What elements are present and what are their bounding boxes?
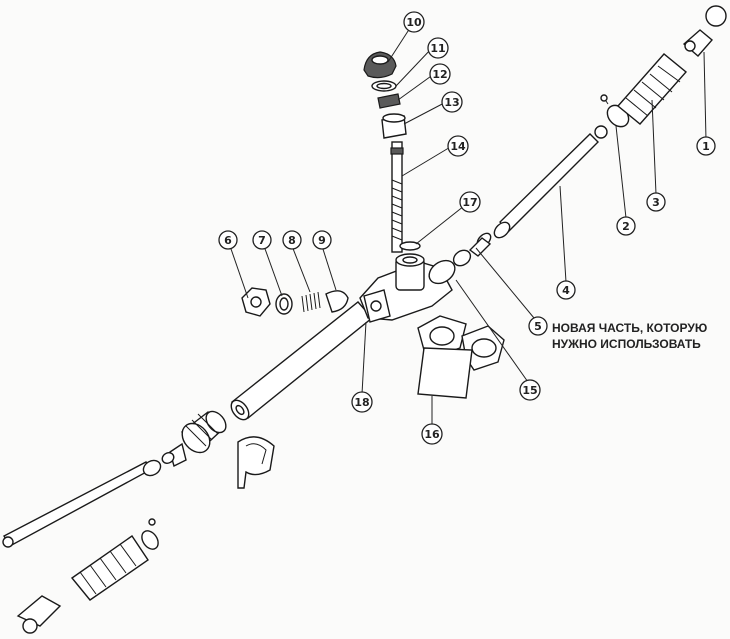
callout-3: 3 <box>646 192 666 212</box>
callout-5: 5 <box>528 316 548 336</box>
right-boot-assembly <box>594 5 727 139</box>
svg-text:8: 8 <box>288 234 296 247</box>
svg-text:11: 11 <box>430 42 445 55</box>
callout-13: 13 <box>441 91 463 113</box>
rack-bar <box>468 133 599 257</box>
callout-12: 12 <box>429 63 451 85</box>
callout-4: 4 <box>556 280 576 300</box>
svg-text:10: 10 <box>406 16 422 29</box>
rack-housing <box>230 301 374 421</box>
svg-text:12: 12 <box>432 68 447 81</box>
note-line-1: НОВАЯ ЧАСТЬ, КОТОРУЮ <box>552 321 707 335</box>
svg-text:3: 3 <box>652 196 660 209</box>
callout-17: 17 <box>459 191 481 213</box>
left-joint-assembly <box>169 410 227 468</box>
pinion-teeth <box>391 179 403 241</box>
left-tie-rod <box>2 452 175 548</box>
note-line-2: НУЖНО ИСПОЛЬЗОВАТЬ <box>552 337 701 351</box>
svg-text:5: 5 <box>534 320 542 333</box>
callout-14: 14 <box>447 135 469 157</box>
callout-9: 9 <box>312 230 332 250</box>
callout-15: 15 <box>519 379 541 401</box>
svg-text:15: 15 <box>522 384 537 397</box>
callout-2: 2 <box>616 216 636 236</box>
svg-text:17: 17 <box>462 196 477 209</box>
svg-text:9: 9 <box>318 234 326 247</box>
left-boot-assembly <box>16 518 159 634</box>
svg-text:4: 4 <box>562 284 570 297</box>
svg-text:2: 2 <box>622 220 630 233</box>
callout-18: 18 <box>351 391 373 413</box>
svg-text:16: 16 <box>424 428 440 441</box>
mounting-brackets <box>417 315 505 399</box>
new-part-note: НОВАЯ ЧАСТЬ, КОТОРУЮ НУЖНО ИСПОЛЬЗОВАТЬ <box>552 321 707 351</box>
callout-16: 16 <box>421 423 443 445</box>
adjuster-parts <box>241 287 349 317</box>
pinion-stack <box>363 51 421 253</box>
callout-6: 6 <box>218 230 238 250</box>
svg-text:18: 18 <box>354 396 369 409</box>
callout-1: 1 <box>696 136 716 156</box>
svg-text:1: 1 <box>702 140 710 153</box>
callout-10: 10 <box>403 11 425 33</box>
callout-8: 8 <box>282 230 302 250</box>
leader-lines <box>229 27 707 424</box>
svg-text:14: 14 <box>450 140 466 153</box>
svg-text:6: 6 <box>224 234 232 247</box>
lower-clamp <box>237 436 275 489</box>
callout-7: 7 <box>252 230 272 250</box>
svg-text:13: 13 <box>444 96 459 109</box>
gear-housing <box>359 249 472 323</box>
svg-text:7: 7 <box>258 234 266 247</box>
callout-11: 11 <box>427 37 449 59</box>
